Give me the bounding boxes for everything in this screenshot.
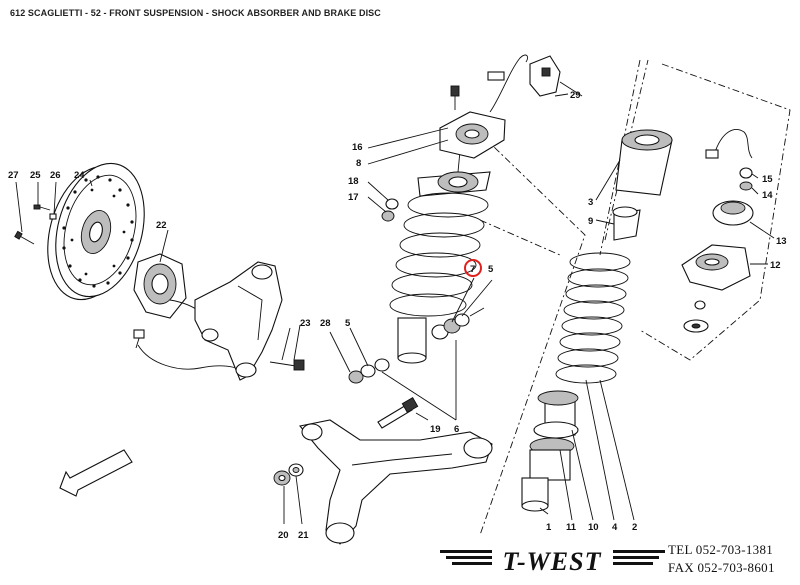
callout-23: 23 <box>300 318 311 329</box>
brand-name: T-WEST <box>503 547 602 576</box>
hub-carrier[interactable] <box>133 253 216 331</box>
upper-mount-8[interactable] <box>439 85 506 159</box>
callout-21: 21 <box>298 530 309 541</box>
nuts-14-15[interactable] <box>705 129 753 191</box>
bolt-23[interactable] <box>269 359 305 371</box>
callout-20: 20 <box>278 530 289 541</box>
callout-12: 12 <box>770 260 781 271</box>
callout-29: 29 <box>570 90 581 101</box>
brand-logo: T-WEST <box>440 540 665 580</box>
callout-3: 3 <box>588 197 593 208</box>
shock-assembly-mounted[interactable] <box>389 129 491 364</box>
callout-22: 22 <box>156 220 167 231</box>
upper-mount-right[interactable] <box>681 200 754 333</box>
shock-assembly-exploded[interactable] <box>521 252 631 512</box>
callout-4: 4 <box>612 522 618 533</box>
callout-26: 26 <box>50 170 61 181</box>
bump-stop[interactable] <box>612 129 673 241</box>
callout-13: 13 <box>776 236 787 247</box>
washers-20-21[interactable] <box>273 463 304 486</box>
callout-1: 1 <box>546 522 552 533</box>
disc-screws[interactable] <box>14 204 57 245</box>
page-title: 612 SCAGLIETTI - 52 - FRONT SUSPENSION -… <box>10 8 381 18</box>
steering-knuckle[interactable] <box>194 261 283 381</box>
callout-28: 28 <box>320 318 331 329</box>
callout-8: 8 <box>356 158 361 169</box>
group-outline <box>461 59 791 536</box>
wear-sensor-top[interactable] <box>487 54 561 113</box>
nuts-17-18[interactable] <box>381 198 399 222</box>
callout-9: 9 <box>588 216 593 227</box>
lower-wishbone[interactable] <box>298 419 493 545</box>
callout-27: 27 <box>8 170 19 181</box>
callout-6: 6 <box>454 424 459 435</box>
callout-10: 10 <box>588 522 599 533</box>
highlight-ring <box>464 259 482 277</box>
callout-labels: 16 8 18 17 29 22 27 25 26 24 23 28 5 7 5… <box>8 90 787 541</box>
callout-24: 24 <box>74 170 85 181</box>
callout-19: 19 <box>430 424 441 435</box>
callout-7: 7 <box>470 264 475 275</box>
contact-fax: FAX 052-703-8601 <box>668 560 775 575</box>
bushings-7-5[interactable] <box>431 307 485 340</box>
callout-18: 18 <box>348 176 359 187</box>
callout-5-left: 5 <box>345 318 351 329</box>
callout-5-right: 5 <box>488 264 494 275</box>
contact-tel: TEL 052-703-1381 <box>668 542 774 557</box>
callout-15: 15 <box>762 174 773 185</box>
callout-16: 16 <box>352 142 363 153</box>
bolt-19[interactable] <box>377 397 419 429</box>
callout-11: 11 <box>566 522 577 533</box>
callout-25: 25 <box>30 170 41 181</box>
bushings-left[interactable] <box>348 358 390 384</box>
callout-2: 2 <box>632 522 637 533</box>
leader-lines <box>15 81 775 525</box>
callout-14: 14 <box>762 190 773 201</box>
callout-17: 17 <box>348 192 359 203</box>
brake-disc[interactable] <box>34 153 158 309</box>
direction-arrow <box>59 449 133 497</box>
